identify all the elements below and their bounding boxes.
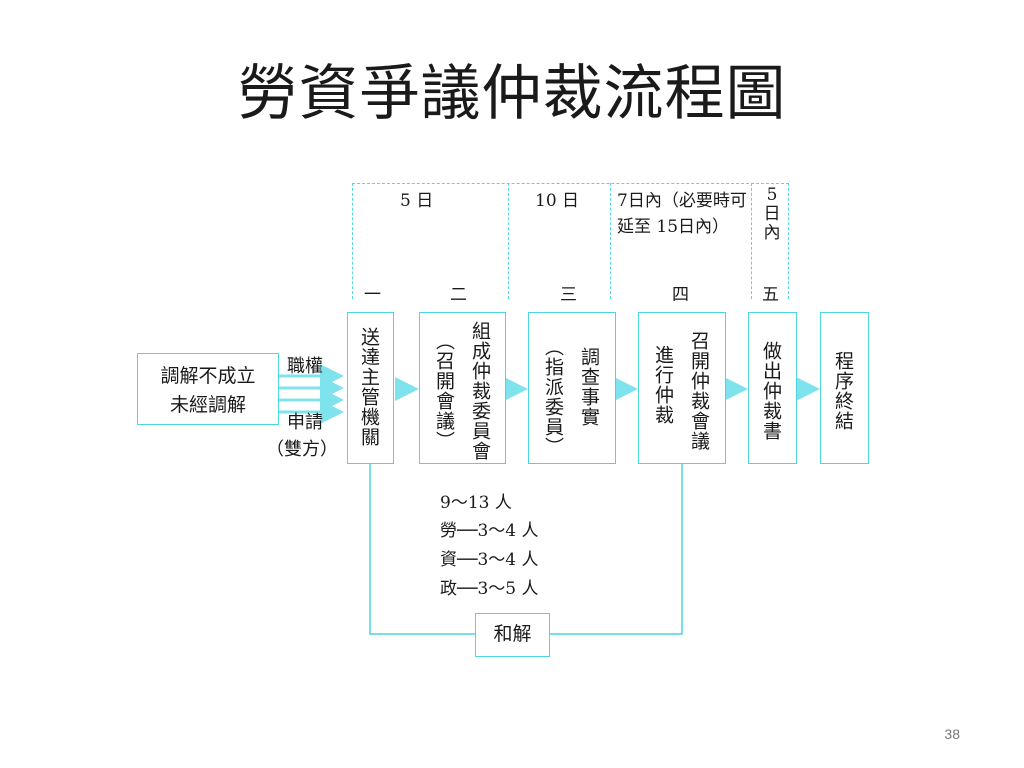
step-number-2: 二 xyxy=(450,285,467,305)
send-to-authority-box: 送達主管機關 xyxy=(347,312,394,464)
page-number: 38 xyxy=(944,726,960,742)
timeline-divider xyxy=(610,183,611,299)
timeline-span-4: 5日內 xyxy=(763,185,781,243)
settle-line-right xyxy=(550,464,683,635)
step-number-1: 一 xyxy=(364,285,381,305)
both-parties-label: （雙方） xyxy=(266,439,338,460)
procedure-end-box: 程序終結 xyxy=(820,312,869,464)
step-number-5: 五 xyxy=(762,285,779,305)
settle-line-left xyxy=(369,464,475,635)
timeline-span-3: 7日內（必要時可延至 15日內） xyxy=(617,191,747,237)
ex-officio-label: 職權 xyxy=(287,356,323,377)
members-total: 9～13 人 xyxy=(440,493,512,513)
timeline-span-1: 5 日 xyxy=(400,191,434,211)
timeline-frame xyxy=(352,183,789,184)
issue-award-box: 做出仲裁書 xyxy=(748,312,797,464)
page-title: 勞資爭議仲裁流程圖 xyxy=(237,59,787,129)
send-to-authority-text: 送達主管機關 xyxy=(358,327,380,447)
step-number-3: 三 xyxy=(560,285,577,305)
investigate-facts-box: 調查事實 （指派委員） xyxy=(528,312,616,464)
procedure-end-text: 程序終結 xyxy=(832,351,854,431)
conduct-arbitration-text: 進行仲裁 xyxy=(652,345,674,425)
convene-meeting-text: （召開會議） xyxy=(433,331,455,451)
start-box: 調解不成立 未經調解 xyxy=(137,353,279,425)
start-condition-1: 調解不成立 xyxy=(160,365,256,387)
settlement-text: 和解 xyxy=(493,623,532,645)
timeline-divider xyxy=(352,183,353,299)
timeline-span-2: 10 日 xyxy=(535,191,580,211)
settlement-box: 和解 xyxy=(475,613,550,657)
arbitration-meeting-text: 召開仲裁會議 xyxy=(688,331,710,451)
investigate-facts-text: 調查事實 xyxy=(578,347,600,427)
form-committee-text: 組成仲裁委員會 xyxy=(469,321,491,461)
issue-award-text: 做出仲裁書 xyxy=(760,341,782,441)
timeline-divider xyxy=(788,183,789,299)
start-condition-2: 未經調解 xyxy=(169,394,246,416)
members-capital: 資──3～4 人 xyxy=(440,550,539,570)
members-labor: 勞──3～4 人 xyxy=(440,521,539,541)
members-government: 政──3～5 人 xyxy=(440,579,539,599)
timeline-divider xyxy=(751,183,752,299)
form-committee-box: 組成仲裁委員會 （召開會議） xyxy=(419,312,506,464)
step-number-4: 四 xyxy=(672,285,689,305)
timeline-divider xyxy=(508,183,509,299)
assign-members-text: （指派委員） xyxy=(542,337,564,457)
arbitration-meeting-box: 召開仲裁會議 進行仲裁 xyxy=(638,312,726,464)
application-label: 申請 xyxy=(287,412,323,433)
